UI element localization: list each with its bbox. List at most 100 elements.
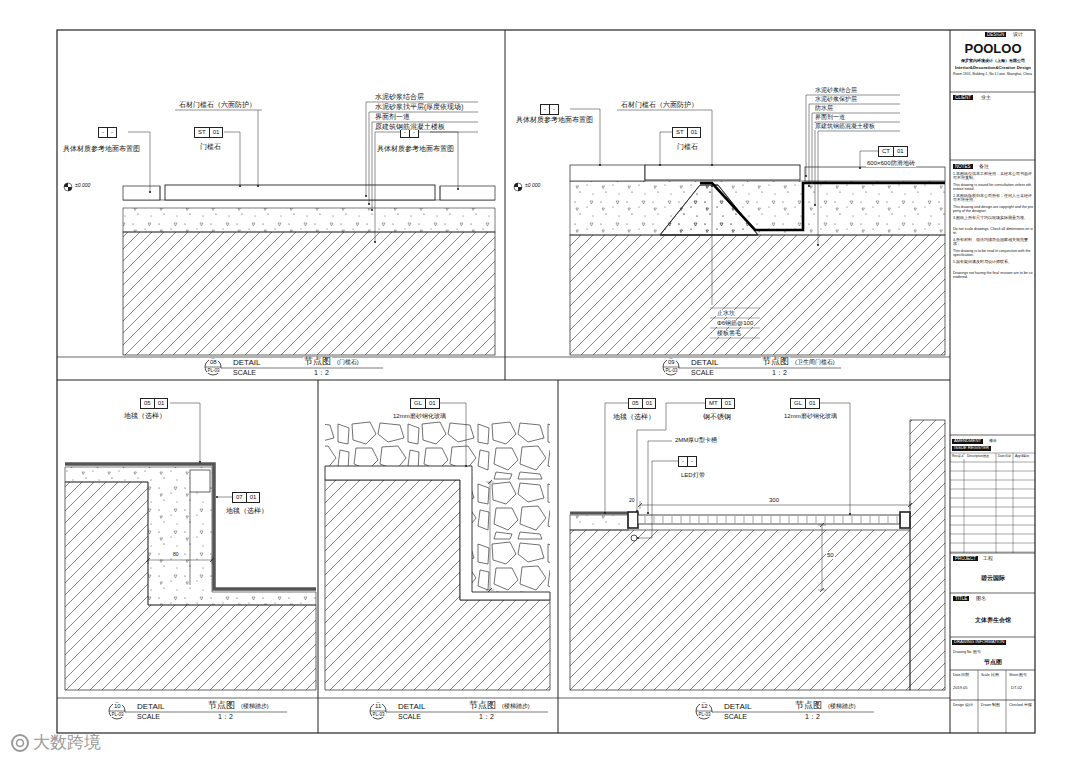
detail-callout — [205, 359, 221, 375]
tag-text: - — [107, 128, 116, 137]
annotation-label: PL-03 — [665, 368, 679, 373]
drawn-line — [762, 516, 763, 523]
title-block-text: 3.图纸上所有尺寸均以现场实际测量为准。 — [952, 216, 1034, 220]
title-block-text: 4.所有材料、做法均须符合国家相关规范要求。 — [952, 238, 1034, 246]
annotation-label: 1：2 — [478, 713, 495, 721]
annotation-label: PL-03 — [372, 712, 386, 717]
annotation-label: PL-03 — [207, 368, 221, 373]
title-block-text: 1.本图纸仅供本工程使用，未经本公司书面许可不得复制。 — [952, 172, 1034, 180]
annotation-label: (楼梯踏步) — [827, 703, 857, 709]
tag-text: 01 — [721, 399, 735, 408]
annotation-label: 门槛石 — [676, 143, 699, 150]
drawn-line — [710, 328, 760, 329]
drawn-line — [861, 516, 862, 523]
drawn-line — [964, 453, 965, 553]
annotation-label: DETAIL — [690, 358, 719, 367]
mortar-layer — [123, 208, 495, 232]
drawn-line — [486, 590, 494, 591]
water-stop-curb — [660, 185, 758, 235]
drawn-line — [822, 525, 823, 590]
drawn-line — [852, 516, 853, 523]
leader-dot — [374, 241, 376, 243]
tag-text: MT — [706, 399, 721, 408]
watermark-logo — [12, 735, 28, 751]
annotation-label: PL-03 — [111, 712, 125, 717]
annotation-label: 12mm磨砂钢化玻璃 — [783, 413, 838, 420]
annotation-label: 钢不锈钢 — [702, 413, 732, 420]
concrete-slab — [570, 235, 945, 355]
leader-line — [430, 132, 458, 189]
title-block-text: 2.本图纸版权归本公司所有，任何人士未经许可不得使用。 — [952, 194, 1034, 202]
tag-text: 01 — [642, 399, 656, 408]
drawn-line — [663, 516, 664, 523]
leader-dot — [711, 185, 713, 187]
drawn-line — [996, 453, 997, 553]
drawn-line — [190, 492, 191, 585]
tag-text: - — [679, 457, 687, 466]
drawn-line — [950, 462, 1035, 463]
drawn-line — [710, 308, 760, 309]
line-work — [12, 30, 1035, 751]
drawn-line — [771, 516, 772, 523]
mortar-layer — [570, 181, 945, 235]
drawn-line — [950, 435, 1035, 436]
drawn-line — [486, 482, 494, 483]
tag-text: ST — [195, 128, 209, 137]
drawn-line — [212, 556, 213, 564]
annotation-label: 20 — [628, 498, 636, 504]
watermark: 大数跨境 — [32, 733, 102, 753]
drawn-line — [950, 593, 1035, 594]
title-block-text: Design 设计 — [952, 703, 974, 707]
floor-finish — [440, 186, 495, 200]
annotation-label: 节点图 — [794, 701, 823, 711]
annotation-label: 11 — [374, 703, 382, 710]
drawn-line — [870, 516, 871, 523]
drawn-line — [834, 516, 835, 523]
leader-line — [366, 102, 367, 196]
leader-dot — [636, 510, 638, 512]
drawn-line — [490, 482, 491, 590]
title-block-text: Drawn 制图 — [980, 703, 1001, 707]
tag-text: 01 — [209, 128, 223, 137]
annotation-label: 12 — [700, 703, 709, 710]
annotation-label: 水泥砂浆找平层(厚度依现场) — [374, 103, 464, 110]
annotation-label: 08 — [209, 359, 218, 366]
drawn-line — [558, 380, 559, 733]
title-block-text: 修改 — [988, 439, 998, 444]
tag-text: 01 — [805, 399, 819, 408]
floor-tile — [805, 167, 945, 181]
watermark-logo — [17, 740, 24, 747]
leader-dot — [811, 182, 813, 184]
drawn-line — [640, 501, 641, 509]
annotation-label: 水泥砂浆结合层 — [814, 87, 858, 94]
annotation-label: 地毯（选样） — [225, 507, 269, 514]
tag-text: 01 — [893, 147, 907, 156]
material-tag: 0501 — [140, 398, 168, 409]
threshold-stone — [165, 185, 435, 200]
title-block-text: App'd审核 — [1014, 455, 1030, 459]
title-block-text: 5.如有疑问请及时与设计师联系。 — [952, 260, 1034, 264]
drawn-line — [807, 516, 808, 523]
annotation-label: Φ6钢筋@100 — [716, 320, 754, 327]
detail-callout — [663, 359, 679, 375]
tag-text: ST — [673, 128, 687, 137]
leader-dot — [817, 244, 819, 246]
title-block-text: 文体养生会馆 — [974, 617, 1012, 624]
annotation-label: SCALE — [723, 713, 748, 721]
annotation-label: 节点图 — [468, 701, 497, 711]
annotation-label: SCALE — [397, 713, 422, 721]
leader-dot — [465, 465, 467, 467]
annotation-label: PL-03 — [698, 712, 712, 717]
annotation-label: 石材门槛石（六面防护） — [178, 101, 257, 108]
annotation-label: 600×600防滑地砖 — [866, 160, 916, 167]
drawn-line — [950, 516, 1035, 517]
drawn-line — [375, 132, 478, 133]
material-tag: CT01 — [878, 146, 908, 157]
annotation-label: DETAIL — [723, 702, 752, 711]
annotation-label: 1：2 — [771, 369, 788, 377]
title-block-header: PROJECT — [953, 556, 978, 561]
drawn-line — [672, 516, 673, 523]
leader-dot — [659, 164, 661, 166]
title-block-header: NOTES — [953, 164, 973, 169]
annotation-label: 节点图 — [207, 701, 236, 711]
